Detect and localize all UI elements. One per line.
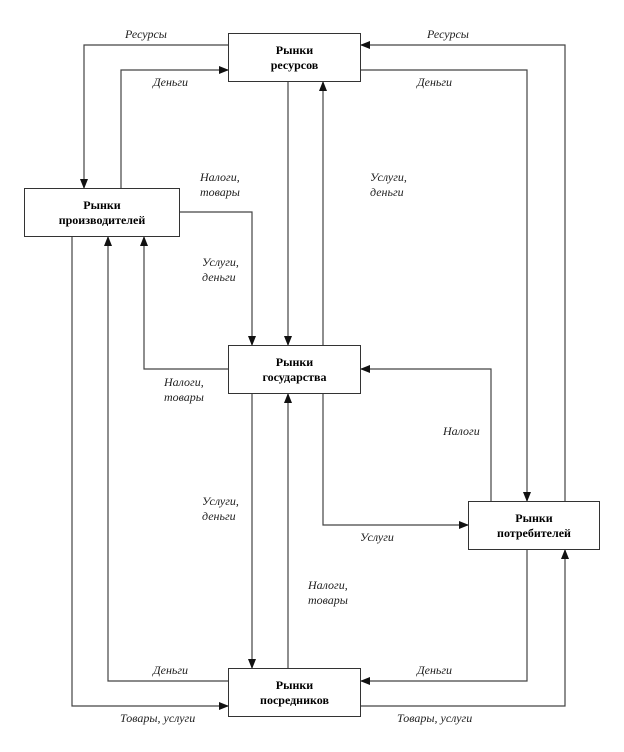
- label-resources: Ресурсы: [427, 27, 469, 41]
- label-money: Деньги: [417, 75, 453, 89]
- node-producers-market: Рынки производителей: [24, 188, 180, 237]
- arrow-state-to-consumers: [322, 394, 469, 529]
- label-services-money: Услуги,деньги: [370, 170, 407, 199]
- node-subtitle: производителей: [58, 212, 146, 227]
- node-title: Рынки: [275, 677, 314, 692]
- label-money: Деньги: [417, 663, 453, 677]
- node-state-market: Рынки государства: [228, 345, 361, 394]
- label-money: Деньги: [153, 663, 189, 677]
- arrow-intermediaries-to-consumers-goods: [361, 549, 569, 707]
- label-goods-services: Товары, услуги: [397, 711, 473, 725]
- label-money: Деньги: [153, 75, 189, 89]
- label-services: Услуги: [360, 530, 394, 544]
- node-subtitle: посредников: [260, 692, 329, 707]
- node-title: Рынки: [515, 510, 553, 525]
- label-taxes-goods: Налоги,товары: [164, 375, 204, 404]
- node-intermediaries-market: Рынки посредников: [228, 668, 361, 717]
- node-resources-market: Рынки ресурсов: [228, 33, 361, 82]
- arrow-state-to-producers: [140, 236, 228, 370]
- label-services-money: Услуги,деньги: [202, 494, 239, 523]
- node-title: Рынки: [275, 42, 314, 57]
- node-title: Рынки: [275, 354, 314, 369]
- label-taxes: Налоги: [443, 424, 480, 438]
- arrow-consumers-to-intermediaries-money: [360, 550, 528, 685]
- label-taxes-goods: Налоги,товары: [200, 170, 240, 199]
- node-title: Рынки: [83, 197, 121, 212]
- node-subtitle: ресурсов: [270, 57, 319, 72]
- arrow-intermediaries-to-producers-money: [104, 236, 228, 682]
- arrow-resources-to-producers: [80, 44, 228, 189]
- arrow-resources-to-consumers-money: [361, 69, 531, 502]
- arrow-consumers-to-resources: [360, 41, 566, 501]
- label-goods-services: Товары, услуги: [120, 711, 196, 725]
- arrow-consumers-to-state: [360, 365, 492, 501]
- node-subtitle: государства: [262, 369, 327, 384]
- node-subtitle: потребителей: [497, 525, 571, 540]
- label-taxes-goods: Налоги,товары: [308, 578, 348, 607]
- node-consumers-market: Рынки потребителей: [468, 501, 600, 550]
- arrow-producers-to-state: [180, 211, 256, 346]
- label-resources: Ресурсы: [125, 27, 167, 41]
- arrow-producers-to-intermediaries-goods: [71, 237, 229, 710]
- label-services-money: Услуги,деньги: [202, 255, 239, 284]
- arrow-producers-to-resources-money: [120, 66, 229, 188]
